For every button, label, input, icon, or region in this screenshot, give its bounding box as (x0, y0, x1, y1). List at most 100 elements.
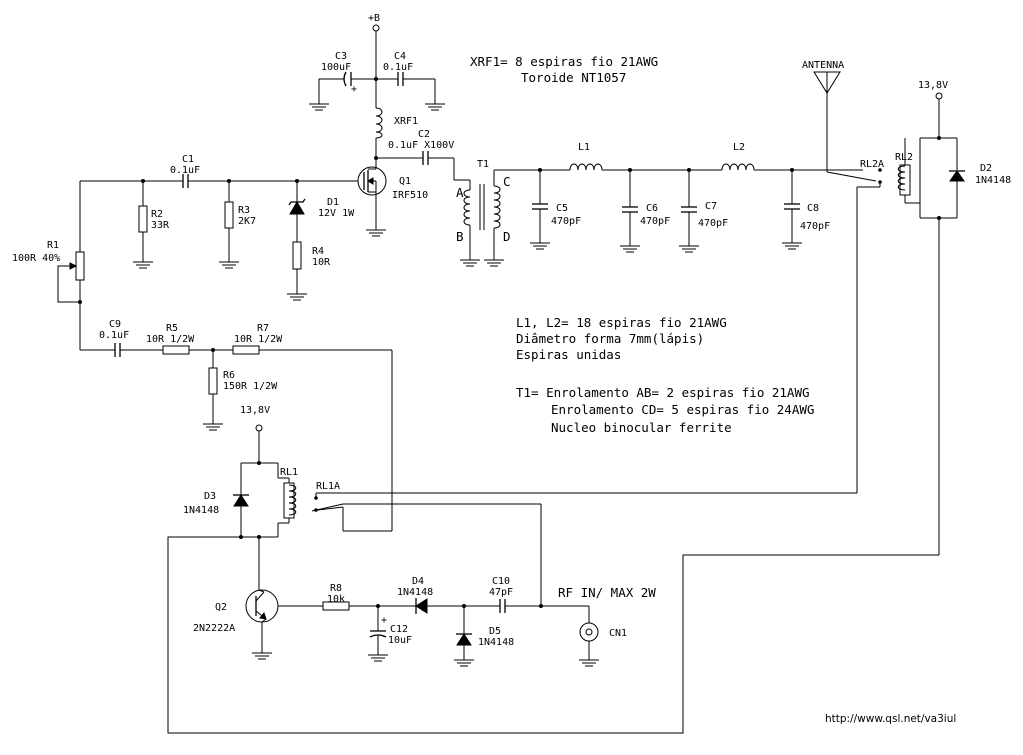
r6-body (208, 367, 218, 395)
rl2-contact-arm (826, 171, 877, 182)
d1-ref: D1 (327, 197, 339, 208)
t1-secondary-winding (493, 185, 501, 229)
supply-b-terminal (372, 24, 380, 32)
rl2-coil (897, 165, 906, 191)
d4-value: 1N4148 (397, 587, 433, 598)
footer-url: http://www.qsl.net/va3iul (825, 713, 956, 725)
rl1-section: 13,8V RL1 D3 1N4148 RL1A (183, 405, 857, 607)
note-xrf1-line1: XRF1= 8 espiras fio 21AWG (470, 54, 658, 69)
ground-symbol (366, 229, 386, 237)
c10-ref: C10 (492, 576, 510, 587)
rl1-contact-arm (311, 503, 344, 512)
gate-network: C1 0.1uF R2 33R R3 2K7 D1 12V 1 (12, 154, 358, 350)
ground-symbol (219, 261, 239, 269)
d5-value: 1N4148 (478, 637, 514, 648)
q1-arrow (367, 177, 374, 185)
note-l-line1: L1, L2= 18 espiras fio 21AWG (516, 315, 727, 330)
c3-polarity: + (351, 84, 357, 95)
r5-ref: R5 (166, 323, 178, 334)
d2-value: 1N4148 (975, 175, 1011, 186)
q2-emitter-arrow (259, 611, 267, 620)
r1-ref: R1 (47, 240, 59, 251)
ground-symbol (454, 659, 474, 667)
t1-pin-a: A (456, 185, 464, 200)
d3-ref: D3 (204, 491, 216, 502)
junction (539, 604, 543, 608)
note-t1-line3: Nucleo binocular ferrite (551, 420, 732, 435)
c8-value: 470pF (800, 221, 830, 232)
q1-value: IRF510 (392, 190, 428, 201)
c5-value: 470pF (551, 216, 581, 227)
note-l-line2: Diâmetro forma 7mm(lápis) (516, 331, 704, 346)
rl1-ref: RL1 (280, 467, 298, 478)
output-filter: T1 A B C D L1 L2 C5 470pF C6 470pF (456, 142, 863, 267)
antenna-relay-section: ANTENNA RL2A RL2 13,8V D2 1N4148 (802, 60, 1011, 555)
wire (261, 618, 267, 623)
r3-body (224, 201, 234, 229)
notes: XRF1= 8 espiras fio 21AWG Toroide NT1057… (470, 54, 814, 435)
c5-ref: C5 (556, 203, 568, 214)
ground-symbol (530, 242, 550, 250)
c4-ref: C4 (394, 51, 406, 62)
d1-body (289, 201, 305, 215)
supply-138-mid-label: 13,8V (240, 405, 270, 416)
c8-ref: C8 (807, 203, 819, 214)
d4-ref: D4 (412, 576, 424, 587)
d2-ref: D2 (980, 163, 992, 174)
c2-ref: C2 (418, 129, 430, 140)
rl1a-label: RL1A (316, 481, 340, 492)
ground-symbol (309, 103, 329, 111)
rl1-coil (288, 484, 297, 516)
r4-ref: R4 (312, 246, 324, 257)
q2-value: 2N2222A (193, 623, 235, 634)
d2-body (949, 170, 965, 182)
c3-value: 100uF (321, 62, 351, 73)
r5-body (162, 345, 190, 355)
l2-coil (721, 163, 755, 171)
q2-ref: Q2 (215, 602, 227, 613)
r3-value: 2K7 (238, 216, 256, 227)
ground-symbol (782, 242, 802, 250)
r4-body (292, 241, 302, 270)
c12-value: 10uF (388, 635, 412, 646)
d3-value: 1N4148 (183, 505, 219, 516)
note-l-line3: Espiras unidas (516, 347, 621, 362)
cn1-ref: CN1 (609, 628, 627, 639)
q1-section: C2 0.1uF X100V Q1 IRF510 (357, 129, 470, 237)
c3-ref: C3 (335, 51, 347, 62)
c7-value: 470pF (698, 218, 728, 229)
r2-value: 33R (151, 220, 170, 231)
wire (317, 506, 344, 511)
r4-value: 10R (312, 257, 331, 268)
d3-body (233, 494, 249, 507)
c12-polarity: + (381, 615, 387, 626)
control-loop-wire (167, 536, 939, 734)
supply-b-label: +B (368, 13, 380, 24)
q1-ref: Q1 (399, 176, 411, 187)
note-t1-line1: T1= Enrolamento AB= 2 espiras fio 21AWG (516, 385, 810, 400)
t1-ref: T1 (477, 159, 489, 170)
d4-body (415, 598, 428, 614)
ground-symbol (484, 259, 504, 267)
c2-value: 0.1uF X100V (388, 140, 454, 151)
junction (78, 300, 82, 304)
supply-138-top-terminal (935, 92, 943, 100)
r2-body (138, 205, 148, 233)
ground-symbol (287, 293, 307, 301)
bias-network: C9 0.1uF R5 10R 1/2W R7 10R 1/2W R6 150R… (80, 319, 393, 531)
c10-value: 47pF (489, 587, 513, 598)
r7-body (232, 345, 260, 355)
r7-value: 10R 1/2W (234, 334, 283, 345)
ground-symbol (460, 259, 480, 267)
cn1-connector-icon (579, 622, 599, 642)
c3-plate-curved (343, 71, 347, 87)
d5-body (456, 633, 472, 646)
c1-ref: C1 (182, 154, 194, 165)
detector-section: Q2 2N2222A R8 10k + C12 10uF D4 1N4148 (193, 576, 656, 667)
c1-value: 0.1uF (170, 165, 200, 176)
r1-wiper-arrow (69, 262, 78, 270)
antenna-label: ANTENNA (802, 60, 844, 71)
ground-symbol (620, 245, 640, 253)
d5-ref: D5 (489, 626, 501, 637)
